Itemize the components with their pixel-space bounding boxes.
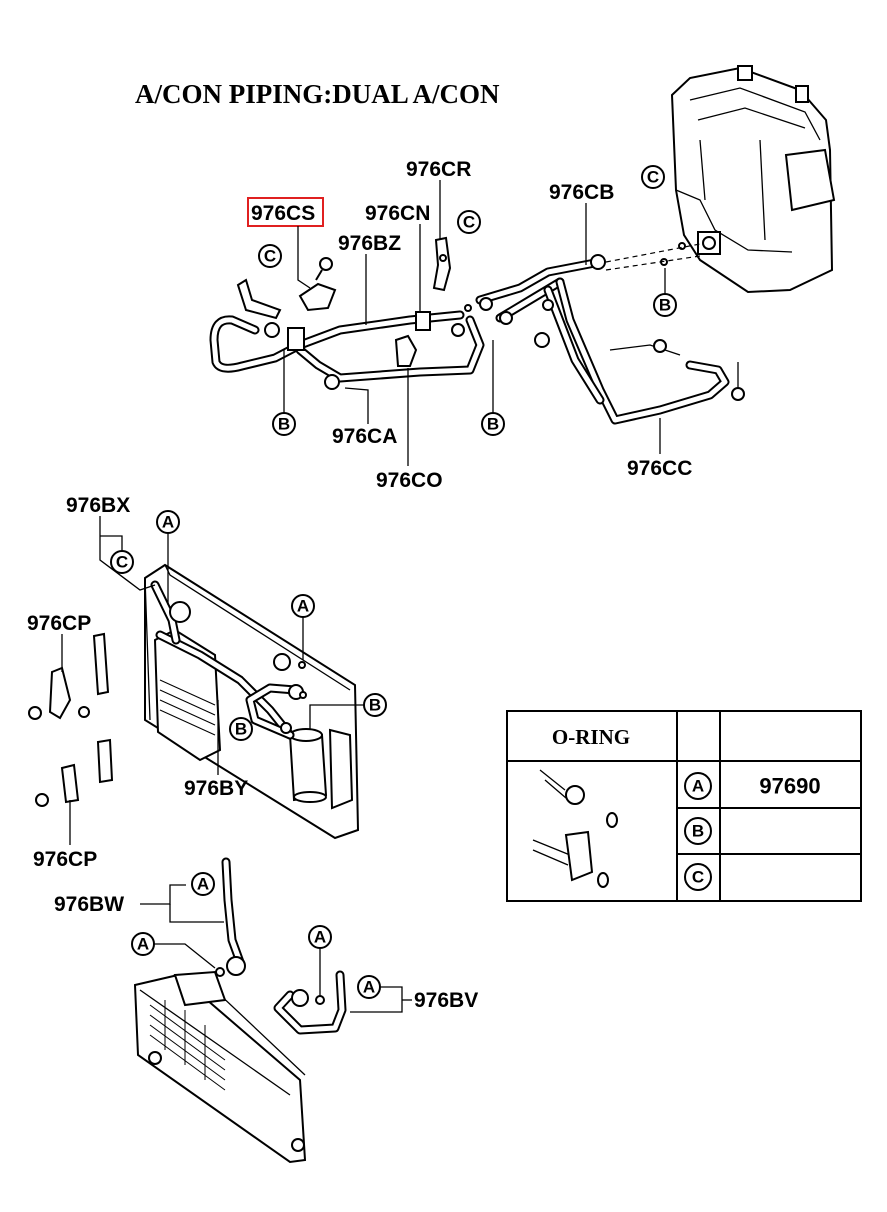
oring-row-b: B [684, 817, 712, 845]
ref-marker-a: A [191, 872, 215, 896]
oring-illustration [532, 769, 618, 888]
ref-marker-b: B [363, 693, 387, 717]
svg-text:A: A [297, 597, 309, 616]
svg-text:B: B [369, 696, 381, 715]
part-label-976cs[interactable]: 976CS [251, 202, 315, 225]
ref-marker-c: C [457, 210, 481, 234]
oring-part-number: 97690 [759, 774, 820, 799]
ref-marker-a: A [156, 510, 180, 534]
ref-marker-a: A [131, 932, 155, 956]
svg-text:A: A [197, 875, 209, 894]
part-label-976bv[interactable]: 976BV [414, 989, 478, 1012]
left-bracket-part [236, 278, 305, 351]
receiver-drier-part [288, 728, 328, 803]
part-label-976bw[interactable]: 976BW [54, 893, 124, 916]
svg-text:C: C [264, 247, 276, 266]
part-label-976cp-top[interactable]: 976CP [27, 612, 91, 635]
oring-table-header: O-RING [552, 725, 630, 749]
svg-text:A: A [692, 777, 704, 796]
part-label-976cb[interactable]: 976CB [549, 181, 614, 204]
svg-text:A: A [363, 978, 375, 997]
part-label-976by[interactable]: 976BY [184, 777, 248, 800]
rear-condenser-unit [133, 970, 307, 1164]
diagram-title: A/CON PIPING:DUAL A/CON [135, 79, 500, 109]
ref-marker-a: A [357, 975, 381, 999]
ref-marker-a: A [291, 594, 315, 618]
svg-text:C: C [463, 213, 475, 232]
ref-marker-b: B [229, 717, 253, 741]
highlight-box-976cs [247, 197, 324, 227]
part-label-976bx[interactable]: 976BX [66, 494, 130, 517]
part-label-976co[interactable]: 976CO [376, 469, 443, 492]
part-label-976bz[interactable]: 976BZ [338, 232, 401, 255]
svg-text:A: A [137, 935, 149, 954]
part-label-976cp-bottom[interactable]: 976CP [33, 848, 97, 871]
svg-text:B: B [659, 296, 671, 315]
svg-text:C: C [647, 168, 659, 187]
liquid-pipe-976cb [475, 257, 605, 323]
ref-marker-b: B [653, 293, 677, 317]
pipe-976bx [150, 580, 191, 645]
svg-text:B: B [235, 720, 247, 739]
oring-row-a: A 97690 [684, 772, 821, 800]
part-label-976cc[interactable]: 976CC [627, 457, 692, 480]
svg-text:C: C [692, 868, 704, 887]
part-label-976cr[interactable]: 976CR [406, 158, 471, 181]
part-label-976cn[interactable]: 976CN [365, 202, 430, 225]
svg-text:A: A [162, 513, 174, 532]
pipe-976cc [543, 277, 745, 425]
pipe-976bv [273, 970, 347, 1035]
svg-text:A: A [314, 928, 326, 947]
clamp-976co-part [394, 334, 418, 367]
ref-marker-b: B [272, 412, 296, 436]
part-label-976ca[interactable]: 976CA [332, 425, 397, 448]
evaporator-unit [670, 65, 836, 294]
svg-text:B: B [692, 822, 704, 841]
pipe-976by [155, 630, 300, 740]
bracket-976cp-part [28, 632, 114, 807]
ref-marker-b: B [481, 412, 505, 436]
ref-marker-c: C [258, 244, 282, 268]
ref-marker-a: A [308, 925, 332, 949]
bracket-976cn-part [415, 311, 431, 331]
suction-pipe-976ca [209, 310, 485, 383]
ref-marker-c: C [641, 165, 665, 189]
fitting-icon [273, 653, 307, 734]
oring-row-c: C [684, 863, 712, 891]
ref-marker-c: C [110, 550, 134, 574]
svg-text:B: B [278, 415, 290, 434]
clamp-976cs-part [298, 282, 337, 312]
bracket-976cr-part [432, 236, 452, 292]
oring-table: O-RING A 97690 B C [506, 710, 862, 902]
pipe-976bw [215, 857, 246, 977]
svg-text:C: C [116, 553, 128, 572]
bolt-icon [324, 242, 686, 390]
svg-text:B: B [487, 415, 499, 434]
bolt-icon [315, 257, 333, 281]
